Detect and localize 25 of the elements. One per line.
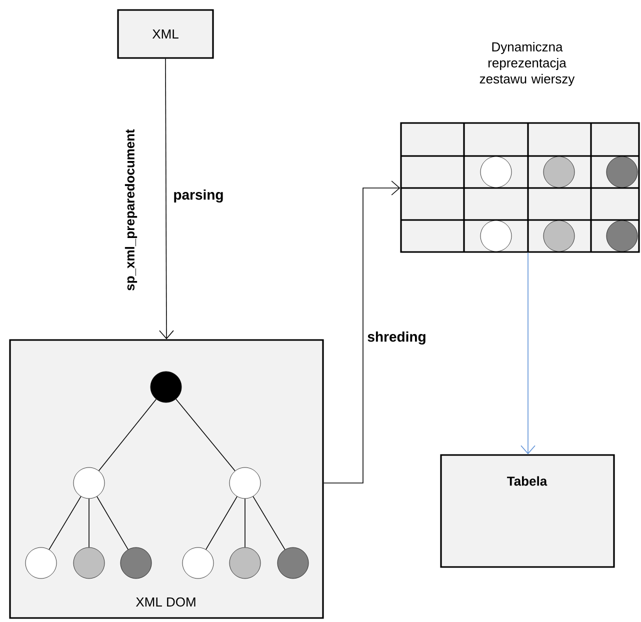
tree-node bbox=[229, 547, 261, 579]
tree-node bbox=[182, 547, 214, 579]
procedure-label: sp_xml_preparedocument bbox=[124, 129, 138, 290]
arrow bbox=[323, 180, 400, 484]
table-cell-node bbox=[606, 156, 638, 188]
tree-node bbox=[277, 547, 309, 579]
table-cell-node bbox=[543, 220, 575, 252]
table-cell-node bbox=[606, 220, 638, 252]
arrow bbox=[520, 252, 536, 454]
xml-box: XML bbox=[117, 9, 214, 59]
edge-label: parsing bbox=[172, 188, 225, 204]
tree-node bbox=[73, 467, 105, 499]
edge-label: shreding bbox=[366, 330, 428, 346]
table-heading: Dynamiczna reprezentacja zestawu wierszy bbox=[480, 42, 575, 86]
arrow bbox=[159, 58, 174, 340]
dom-panel: XML DOM bbox=[9, 339, 324, 619]
table-box: Tabela bbox=[440, 454, 615, 568]
table-cell-node bbox=[480, 156, 512, 188]
table-cell-node bbox=[543, 156, 575, 188]
tree-node bbox=[120, 547, 152, 579]
table-cell-node bbox=[480, 220, 512, 252]
tree-node bbox=[229, 467, 261, 499]
tree-node bbox=[73, 547, 105, 579]
tree-node bbox=[150, 371, 182, 403]
tree-node bbox=[25, 547, 57, 579]
